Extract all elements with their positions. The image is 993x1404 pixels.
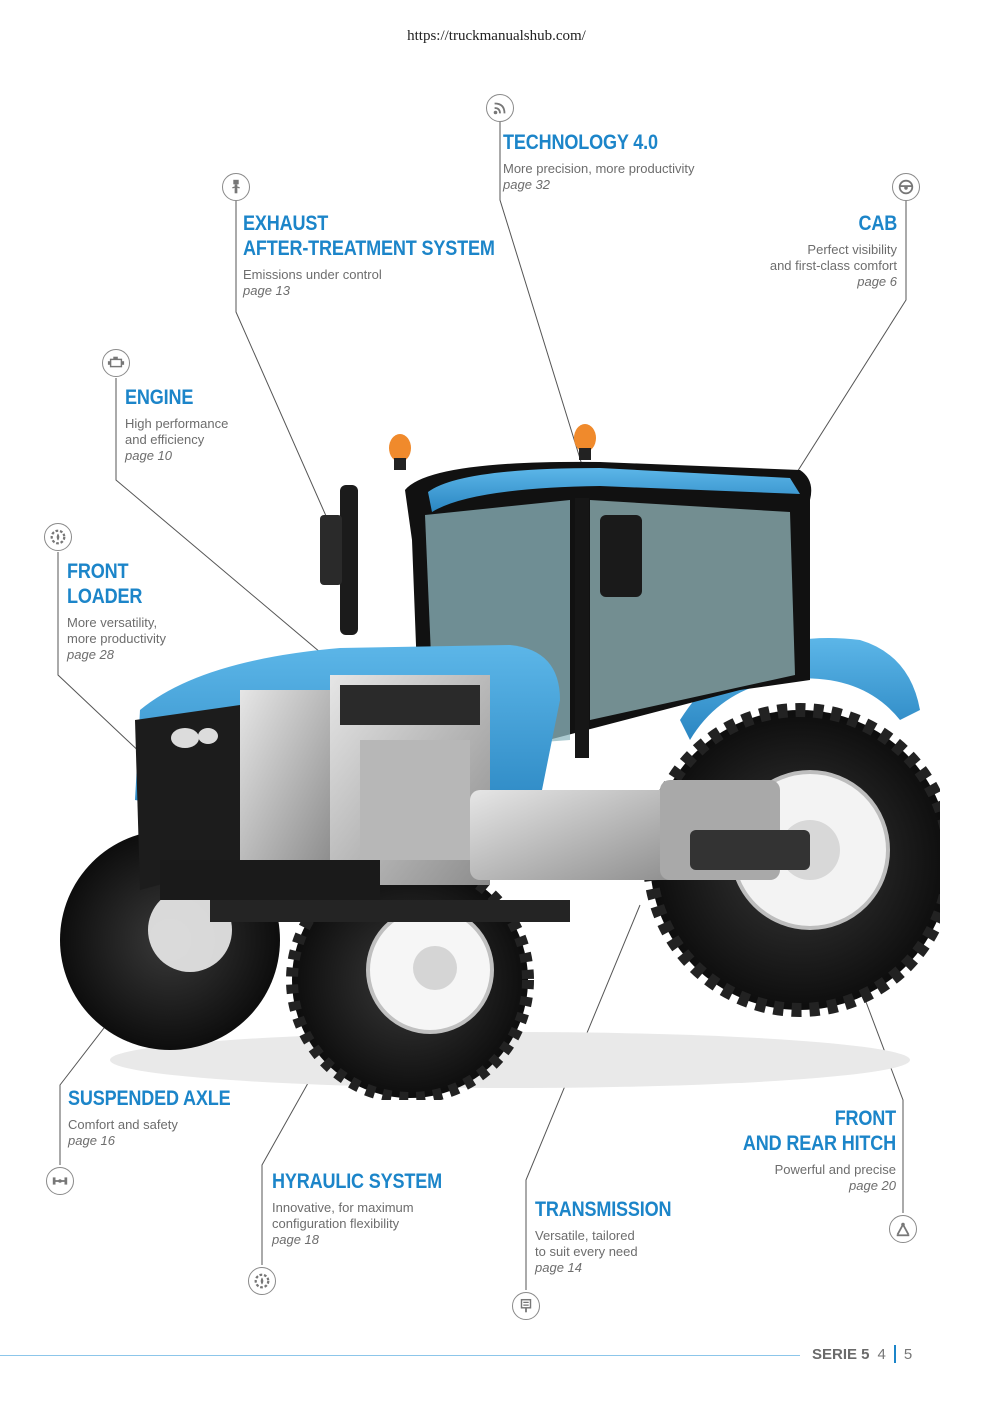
callout-engine: ENGINE High performance and efficiency p… bbox=[125, 385, 228, 464]
callout-desc: Emissions under control bbox=[243, 267, 382, 282]
callout-suspended-axle: SUSPENDED AXLE Comfort and safety page 1… bbox=[68, 1086, 257, 1149]
callout-hydraulic: HYRAULIC SYSTEM Innovative, for maximum … bbox=[272, 1169, 470, 1248]
hitch-arm-icon bbox=[889, 1215, 917, 1243]
callout-title: TECHNOLOGY 4.0 bbox=[503, 131, 658, 154]
callout-title: SUSPENDED AXLE bbox=[68, 1087, 231, 1110]
footer-rule bbox=[0, 1355, 800, 1356]
callout-title: HYRAULIC SYSTEM bbox=[272, 1170, 443, 1193]
page-separator bbox=[893, 1345, 896, 1363]
callout-desc: More precision, more productivity bbox=[503, 161, 695, 176]
callout-page-ref[interactable]: page 18 bbox=[272, 1232, 319, 1247]
callout-hitch: FRONT AND REAR HITCH Powerful and precis… bbox=[718, 1106, 896, 1194]
callout-front-loader: FRONT LOADER More versatility, more prod… bbox=[67, 559, 166, 663]
gear-drop-icon bbox=[248, 1267, 276, 1295]
callout-page-ref[interactable]: page 6 bbox=[857, 274, 897, 289]
callout-title: FRONT bbox=[67, 560, 129, 583]
callout-title: CAB bbox=[858, 212, 897, 235]
callout-technology: TECHNOLOGY 4.0 More precision, more prod… bbox=[503, 130, 694, 193]
callout-desc: more productivity bbox=[67, 631, 166, 646]
callout-transmission: TRANSMISSION Versatile, tailored to suit… bbox=[535, 1197, 694, 1276]
callout-page-ref[interactable]: page 13 bbox=[243, 283, 290, 298]
axle-icon bbox=[46, 1167, 74, 1195]
leader-line-engine bbox=[115, 378, 411, 729]
callout-page-ref[interactable]: page 20 bbox=[849, 1178, 896, 1193]
callout-title: AFTER-TREATMENT SYSTEM bbox=[243, 237, 495, 260]
callout-desc: Powerful and precise bbox=[774, 1162, 896, 1177]
callout-desc: Perfect visibility bbox=[807, 242, 897, 257]
page-number-left: 4 bbox=[877, 1345, 886, 1363]
callout-desc: Innovative, for maximum bbox=[272, 1200, 414, 1215]
source-url[interactable]: https://truckmanualshub.com/ bbox=[407, 28, 586, 44]
tractor-illustration bbox=[60, 424, 940, 1100]
gearbox-icon bbox=[512, 1292, 540, 1320]
leader-line-transmission bbox=[525, 904, 641, 1290]
callout-desc: configuration flexibility bbox=[272, 1216, 400, 1231]
gear-drop-icon bbox=[44, 523, 72, 551]
callout-page-ref[interactable]: page 10 bbox=[125, 448, 172, 463]
callout-desc: Comfort and safety bbox=[68, 1117, 178, 1132]
callout-title: FRONT bbox=[834, 1107, 897, 1130]
callout-desc: Versatile, tailored bbox=[535, 1228, 635, 1243]
callout-desc: High performance bbox=[125, 416, 229, 431]
callout-title: EXHAUST bbox=[243, 212, 329, 235]
callout-desc: More versatility, bbox=[67, 615, 158, 630]
callout-page-ref[interactable]: page 16 bbox=[68, 1133, 115, 1148]
callout-page-ref[interactable]: page 14 bbox=[535, 1260, 582, 1275]
steering-wheel-icon bbox=[892, 173, 920, 201]
callout-desc: to suit every need bbox=[535, 1244, 638, 1259]
page-number-right: 5 bbox=[903, 1345, 913, 1363]
callout-exhaust: EXHAUST AFTER-TREATMENT SYSTEM Emissions… bbox=[243, 211, 536, 299]
callout-desc: and first-class comfort bbox=[769, 258, 897, 273]
callout-desc: and efficiency bbox=[125, 432, 205, 447]
exhaust-pipe-icon bbox=[222, 173, 250, 201]
callout-page-ref[interactable]: page 32 bbox=[503, 177, 550, 192]
callout-title: LOADER bbox=[67, 585, 143, 608]
engine-icon bbox=[102, 349, 130, 377]
series-label: SERIE 5 bbox=[812, 1345, 870, 1363]
leader-line-exhaust bbox=[235, 201, 331, 526]
wifi-signal-icon bbox=[486, 94, 514, 122]
callout-cab: CAB Perfect visibility and first-class c… bbox=[770, 211, 897, 290]
callout-title: ENGINE bbox=[125, 386, 194, 409]
callout-title: AND REAR HITCH bbox=[742, 1132, 896, 1155]
callout-page-ref[interactable]: page 28 bbox=[67, 647, 114, 662]
callout-title: TRANSMISSION bbox=[535, 1198, 672, 1221]
leader-line-technology bbox=[499, 122, 583, 466]
page-footer: SERIE 5 4 5 bbox=[812, 1345, 912, 1363]
